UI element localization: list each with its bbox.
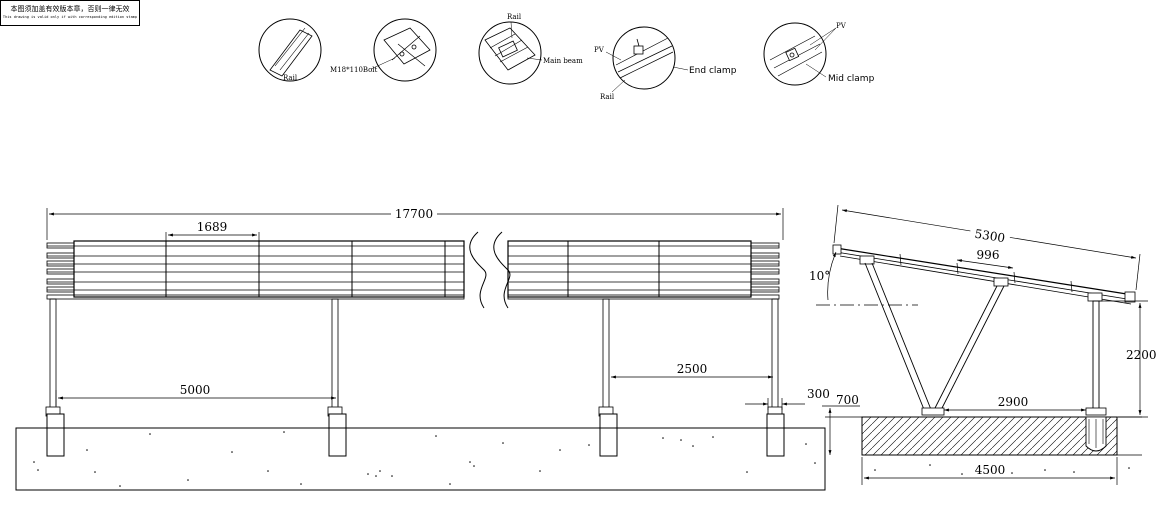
dim-post-spacing-left: 5000 [180, 383, 211, 397]
dim-slope-length: 5300 [974, 227, 1006, 246]
side-view [816, 244, 1142, 456]
dim-foundation-width: 4500 [975, 463, 1006, 477]
detail-main-beam-rail-label: Rail [507, 13, 522, 21]
dim-foundation-depth: 700 [836, 393, 859, 407]
detail-end-clamp-rail-label: Rail [600, 93, 615, 101]
validity-stamp: 本图须加盖有效版本章，否则一律无效 This drawing is valid … [0, 0, 140, 26]
detail-main-beam-label: Main beam [543, 57, 583, 65]
dim-slope-mask [969, 224, 1011, 246]
detail-end-clamp-label: End clamp [689, 66, 737, 76]
dim-tilt-angle: 10° [809, 269, 830, 283]
dim-side-post-spacing: 2900 [998, 395, 1029, 409]
detail-mid-clamp: PV Mid clamp [763, 22, 875, 86]
detail-mid-clamp-pv-label: PV [836, 22, 847, 30]
dim-total-length: 17700 [395, 207, 433, 221]
detail-mid-clamp-label: Mid clamp [828, 74, 875, 84]
stamp-text-en: This drawing is valid only if with corre… [2, 15, 138, 19]
dim-panel-width: 1689 [197, 220, 228, 234]
detail-end-clamp-pv-label: PV [594, 46, 605, 54]
dim-height: 2200 [1126, 348, 1157, 362]
stamp-text-cn: 本图须加盖有效版本章，否则一律无效 [10, 5, 130, 13]
detail-rail-label: Rail [283, 74, 298, 82]
front-dimensions [46, 208, 805, 410]
detail-rail: Rail [258, 18, 322, 82]
dim-end-offset: 300 [807, 387, 830, 401]
front-view [15, 231, 826, 491]
dim-post-spacing-right: 2500 [677, 362, 708, 376]
ground-speckle-side [874, 464, 1130, 475]
dim-panel-pitch: 996 [977, 248, 1000, 262]
detail-bolt-label: M18*110Bolt [330, 66, 378, 74]
dim-total-mask [391, 205, 437, 221]
detail-main-beam: Rail Main beam [478, 13, 583, 85]
detail-end-clamp: PV End clamp Rail [594, 26, 737, 101]
ground-speckle-front [33, 431, 816, 487]
detail-bolt: M18*110Bolt [330, 18, 437, 82]
